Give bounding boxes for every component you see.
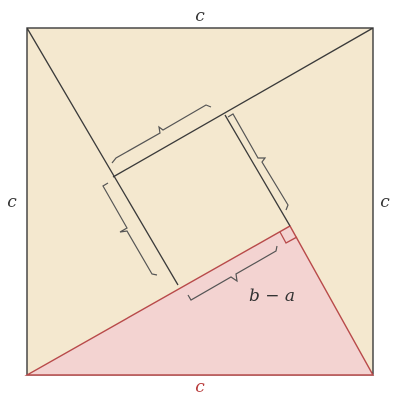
inner-square-right-side xyxy=(224,114,291,227)
label-top-side: c xyxy=(195,6,205,26)
label-b-minus-a: b − a xyxy=(249,286,295,306)
brace-bottom xyxy=(187,245,278,301)
highlighted-triangle xyxy=(24,225,375,376)
brace-left xyxy=(102,182,158,276)
diagonal-top-left-to-inner xyxy=(26,27,179,286)
brace-right xyxy=(227,113,289,211)
diagonal-top-right-to-inner xyxy=(112,27,374,178)
label-left-side: c xyxy=(7,192,17,212)
brace-top xyxy=(111,104,212,164)
right-angle-marker xyxy=(279,231,298,244)
label-right-side: c xyxy=(380,192,390,212)
label-bottom-side: c xyxy=(195,377,205,397)
